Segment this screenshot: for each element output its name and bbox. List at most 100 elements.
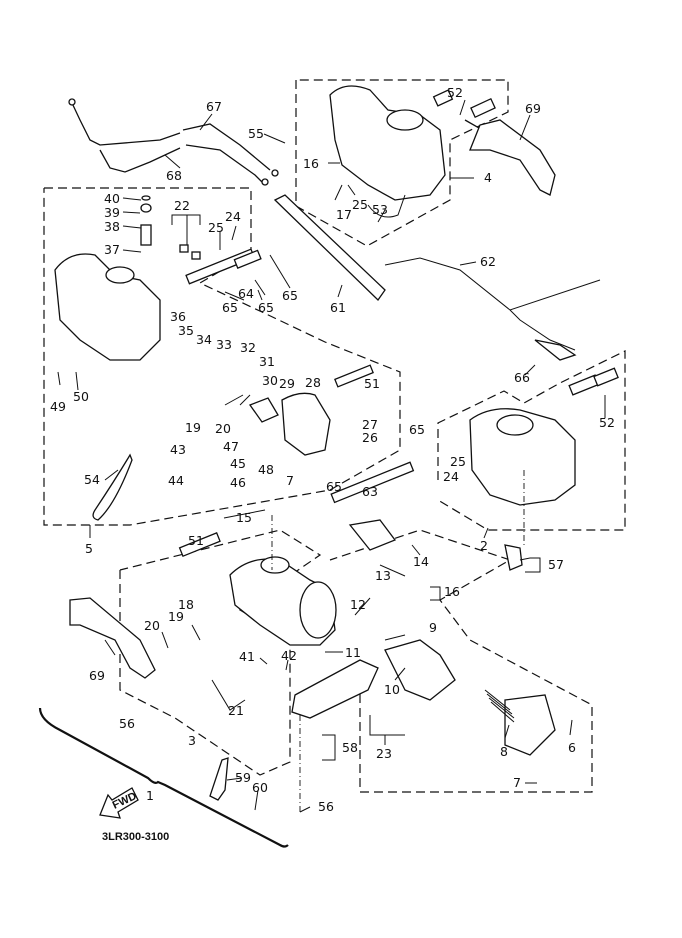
carburetor-3	[178, 532, 337, 646]
pipe-51-upper	[334, 364, 374, 388]
callout-43: 43	[170, 442, 186, 457]
callout-16: 16	[444, 584, 460, 599]
callout-47: 47	[223, 439, 239, 454]
fuel-hoses	[68, 98, 279, 186]
callout-32: 32	[240, 340, 256, 355]
callout-60: 60	[252, 780, 268, 795]
callout-66: 66	[514, 370, 530, 385]
callout-13: 13	[375, 568, 391, 583]
callout-16: 16	[303, 156, 319, 171]
callout-23: 23	[376, 746, 392, 761]
callout-8: 8	[500, 744, 508, 759]
callout-41: 41	[239, 649, 255, 664]
callout-51: 51	[364, 376, 380, 391]
callout-26: 26	[362, 430, 378, 445]
callout-53: 53	[372, 202, 388, 217]
callout-40: 40	[104, 191, 120, 206]
main-assembly-bracket-line	[38, 707, 289, 848]
rod-62-end	[534, 339, 577, 361]
callout-65: 65	[222, 300, 238, 315]
catalog-code: 3LR300-3100	[102, 831, 169, 843]
callout-62: 62	[480, 254, 496, 269]
assembly-3-outline	[119, 529, 322, 776]
fwd-arrow-icon: FWD	[99, 787, 139, 819]
diaphragm-13	[348, 519, 397, 551]
callout-57: 57	[548, 557, 564, 572]
callout-25: 25	[450, 454, 466, 469]
callout-56: 56	[318, 799, 334, 814]
bracket-69-lower	[69, 597, 156, 679]
callout-5: 5	[85, 541, 93, 556]
callout-49: 49	[50, 399, 66, 414]
callout-24: 24	[225, 209, 241, 224]
carburetor-5	[54, 195, 201, 361]
callout-52: 52	[599, 415, 615, 430]
assembly-4-outline	[295, 79, 509, 247]
callout-7: 7	[286, 473, 294, 488]
callout-33: 33	[216, 337, 232, 352]
stay-plate	[291, 659, 379, 719]
callout-65: 65	[282, 288, 298, 303]
spring-8	[484, 689, 515, 723]
callout-39: 39	[104, 205, 120, 220]
callout-22: 22	[174, 198, 190, 213]
callout-12: 12	[350, 597, 366, 612]
callout-2: 2	[480, 538, 488, 553]
assembly-1-outline	[329, 529, 593, 793]
callout-31: 31	[259, 354, 275, 369]
cover-28	[248, 397, 279, 423]
callout-44: 44	[168, 473, 184, 488]
callout-69: 69	[89, 668, 105, 683]
callout-52: 52	[447, 85, 463, 100]
callout-54: 54	[84, 472, 100, 487]
callout-25: 25	[352, 197, 368, 212]
callout-50: 50	[73, 389, 89, 404]
callout-55: 55	[248, 126, 264, 141]
callout-30: 30	[262, 373, 278, 388]
callout-51: 51	[188, 533, 204, 548]
lever-61	[273, 194, 386, 301]
pipe-63	[330, 461, 415, 504]
bracket-69-upper	[469, 119, 556, 196]
callout-68: 68	[166, 168, 182, 183]
callout-1: 1	[146, 788, 154, 803]
cover-8	[504, 694, 556, 756]
callout-15: 15	[236, 510, 252, 525]
callout-19: 19	[185, 420, 201, 435]
callout-6: 6	[568, 740, 576, 755]
callout-64: 64	[238, 286, 254, 301]
callout-11: 11	[345, 645, 361, 660]
callout-7: 7	[513, 775, 521, 790]
callout-65: 65	[326, 479, 342, 494]
callout-14: 14	[413, 554, 429, 569]
callout-labels: 67 68 55 52 69 4 16 17 25 53 62 61 65 65…	[50, 85, 615, 814]
callout-37: 37	[104, 242, 120, 257]
carburetor-2	[469, 367, 619, 571]
callout-21: 21	[228, 703, 244, 718]
callout-20: 20	[215, 421, 231, 436]
callout-4: 4	[484, 170, 492, 185]
hose-54	[92, 453, 133, 521]
callout-59: 59	[235, 770, 251, 785]
callout-38: 38	[104, 219, 120, 234]
callout-19: 19	[168, 609, 184, 624]
callout-25: 25	[208, 220, 224, 235]
callout-9: 9	[429, 620, 437, 635]
callout-29: 29	[279, 376, 295, 391]
assembly-2-outline	[437, 350, 626, 531]
callout-69: 69	[525, 101, 541, 116]
callout-10: 10	[384, 682, 400, 697]
callout-46: 46	[230, 475, 246, 490]
callout-63: 63	[362, 484, 378, 499]
callout-35: 35	[178, 323, 194, 338]
lever-59	[209, 757, 229, 801]
rod-62	[384, 257, 601, 351]
callout-58: 58	[342, 740, 358, 755]
float-chamber-48	[281, 392, 331, 456]
callout-48: 48	[258, 462, 274, 477]
callout-65: 65	[258, 300, 274, 315]
callout-67: 67	[206, 99, 222, 114]
assembly-5-outline	[43, 187, 401, 526]
callout-42: 42	[281, 648, 297, 663]
